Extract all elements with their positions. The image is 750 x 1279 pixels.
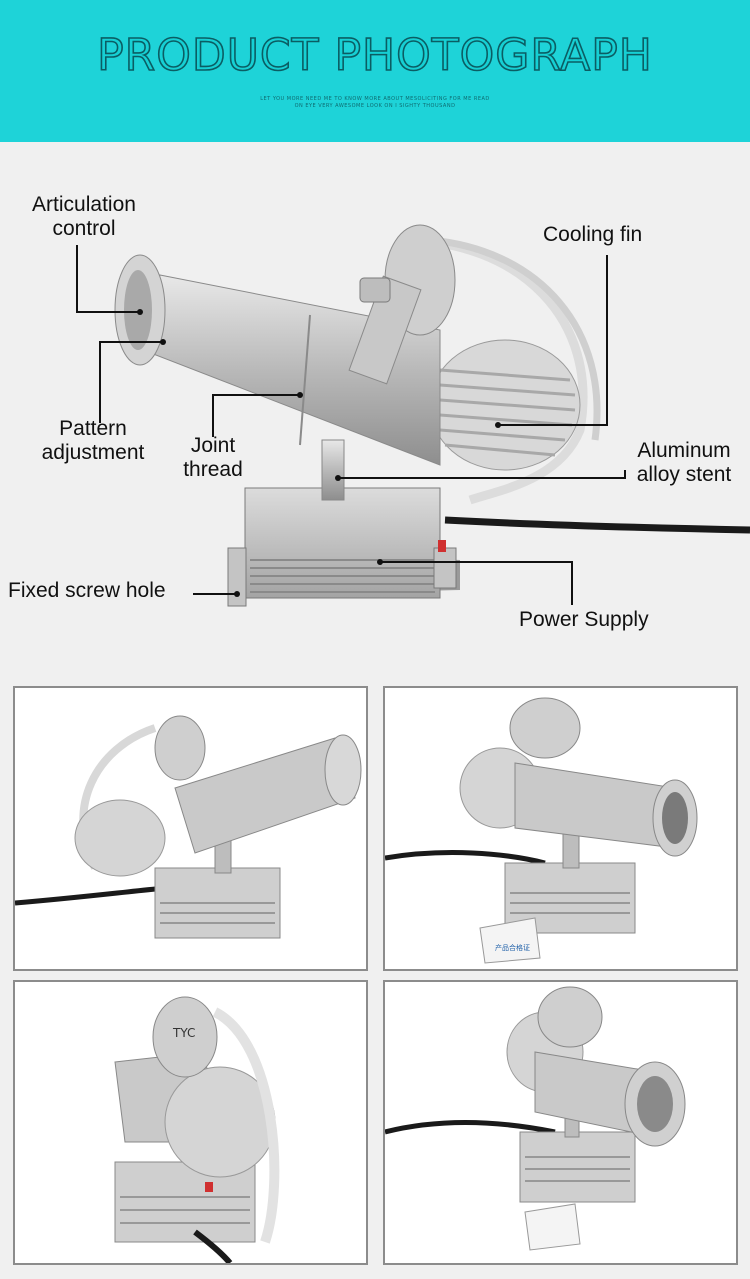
annotated-product-photo: Articulation control Pattern adjustment … [0,142,750,660]
callout-joint-line1: Joint [190,434,236,457]
callout-aluminum-line1: Aluminum [637,439,731,462]
power-supply-box [227,487,460,607]
callout-fixed-screw-hole: Fixed screw hole [8,579,166,602]
projector-illustration [76,224,750,607]
projector-view-lens-front [385,986,686,1251]
cooling-fin [429,339,581,471]
callout-articulation-line1: Articulation [32,193,136,216]
projector-view-front-right: 产品合格证 [385,697,698,964]
callout-power-supply: Power Supply [519,608,649,631]
projector-view-rear: TYC [114,996,280,1263]
callout-articulation-line2: control [52,217,116,240]
callout-aluminum-line2: alloy stent [636,463,732,486]
callout-cooling-fin: Cooling fin [543,223,643,246]
callout-joint-thread: Joint thread [172,434,254,482]
gallery-photo-4 [383,980,738,1265]
banner-title: PRODUCT PHOTOGRAPH [96,29,653,82]
callout-aluminum-alloy-stent: Aluminum alloy stent [624,439,744,487]
tag-label: 产品合格证 [495,943,530,952]
gallery-photo-3: TYC [13,980,368,1265]
callout-joint-line2: thread [183,458,243,481]
callout-articulation-control: Articulation control [24,193,144,241]
label-text: TYC [172,1026,195,1040]
header-banner: PRODUCT PHOTOGRAPH LET YOU MORE NEED ME … [0,0,750,142]
gallery-photo-2: 产品合格证 [383,686,738,971]
callout-pattern-line1: Pattern [59,417,127,440]
banner-subtitle-line2: ON EYE VERY AWESOME LOOK ON I SIGHTY THO… [294,103,456,109]
articulation-disc [348,224,456,385]
banner-subtitle-line1: LET YOU MORE NEED ME TO KNOW MORE ABOUT … [260,96,490,102]
projector-view-front-left [15,715,362,939]
callout-pattern-line2: adjustment [41,441,145,464]
gallery-photo-1 [13,686,368,971]
callout-pattern-adjustment: Pattern adjustment [30,417,156,465]
